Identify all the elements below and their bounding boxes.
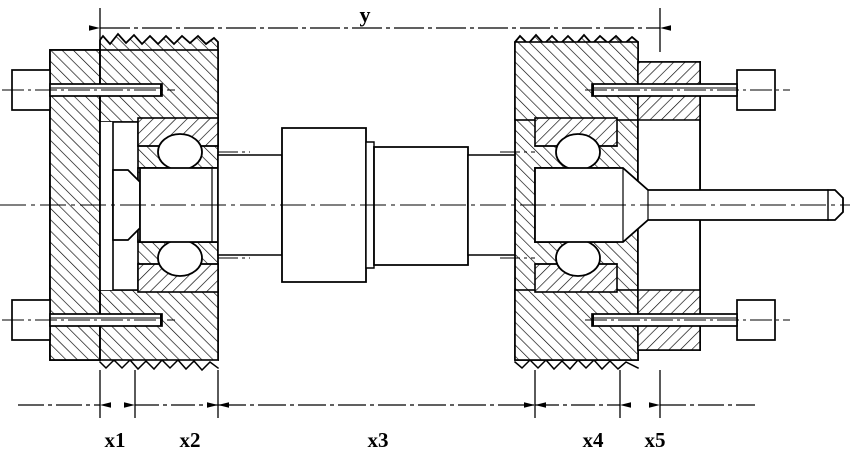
right-bearing-ball-top [555,133,601,171]
right-upper-cap [514,41,639,121]
dimension-label-x5: x5 [644,428,666,452]
dimension-label-x3: x3 [367,428,389,452]
dimension-label-x2: x2 [179,428,201,452]
dimension-label-y: y [359,2,371,27]
left-bearing-ball-top [157,133,203,171]
bottom-dimension-extension-lines [99,370,661,418]
overall-dimension-y [89,8,671,52]
dimension-label-x1: x1 [104,428,126,452]
centerlines [0,89,850,321]
right-bearing-ball-bottom [555,239,601,277]
left-bearing-ball-bottom [157,239,203,277]
dimension-label-x4: x4 [582,428,604,452]
